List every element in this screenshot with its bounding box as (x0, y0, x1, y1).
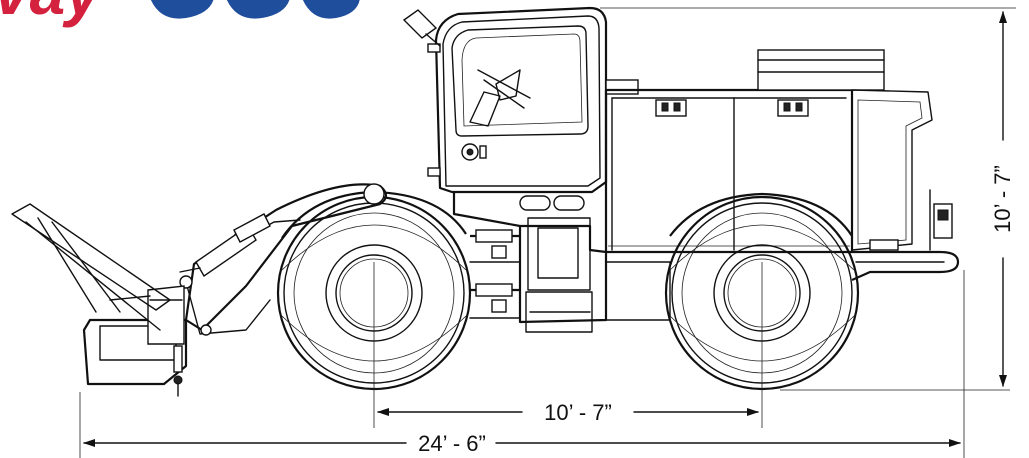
wheelbase-label: 10’ - 7” (544, 400, 612, 425)
logo-prefix: vay (0, 0, 104, 28)
hydraulic-hitch (469, 229, 521, 319)
overall-length-label: 24’ - 6” (418, 431, 486, 456)
front-attachment (11, 183, 388, 397)
dimension-annotations: 10’ - 7” 24’ - 6” 10’ - 7” (79, 7, 1016, 458)
vehicle-drawing (11, 6, 1010, 397)
brand-logo: vay ​ (0, 0, 360, 28)
logo-model-glyphs (150, 0, 360, 19)
engine-housing (604, 49, 933, 254)
overall-height-label: 10’ - 7” (990, 165, 1015, 233)
chassis (452, 189, 960, 333)
rear-fender (669, 192, 853, 237)
cab (402, 6, 639, 194)
